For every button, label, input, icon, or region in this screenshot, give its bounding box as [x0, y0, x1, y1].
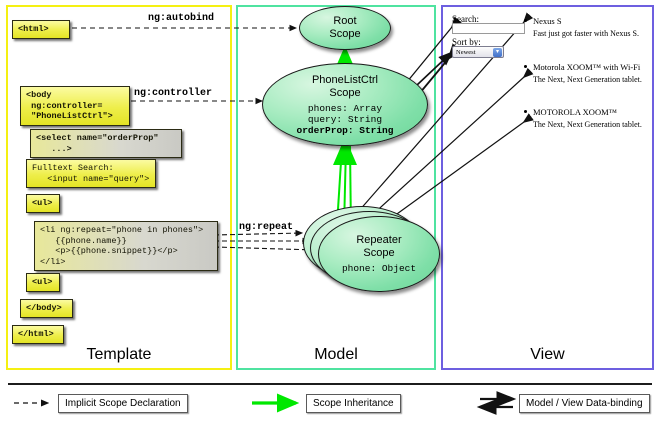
search-input[interactable] — [452, 23, 525, 34]
sort-by-select[interactable]: Newest ▾ — [452, 46, 504, 58]
code-box-html-open[interactable]: <html> — [12, 20, 70, 39]
scope-property: query: String — [307, 113, 383, 125]
legend-model-view-data-binding: Model / View Data-binding — [519, 394, 650, 413]
phone-name: MOTOROLA XOOM™ — [533, 107, 617, 117]
chevron-down-icon: ▾ — [493, 48, 502, 57]
repeater-scope-properties: phone: Object — [342, 263, 416, 274]
code-box-ul-close[interactable]: <ul> — [26, 273, 60, 292]
phonelistctrl-scope-ellipse[interactable]: PhoneListCtrl Scope phones: Array query:… — [262, 63, 428, 146]
phonelistctrl-scope-properties: phones: Array query: String orderProp: S… — [297, 103, 394, 136]
bullet-icon — [524, 65, 527, 68]
sort-by-label: Sort by: — [452, 37, 481, 47]
bullet-icon — [524, 110, 527, 113]
code-box-html-close[interactable]: </html> — [12, 325, 64, 344]
legend-implicit-scope-declaration: Implicit Scope Declaration — [58, 394, 188, 413]
sort-by-selected-value: Newest — [456, 49, 476, 56]
model-column-label: Model — [314, 346, 358, 363]
edge-label-controller: ng:controller — [134, 88, 213, 99]
root-scope-ellipse[interactable]: Root Scope — [299, 6, 391, 50]
phonelistctrl-scope-title: PhoneListCtrl Scope — [311, 73, 379, 99]
view-column: View — [441, 5, 654, 370]
edge-label-repeat: ng:repeat — [239, 222, 294, 233]
view-column-label: View — [530, 346, 565, 363]
code-box-body-close[interactable]: </body> — [20, 299, 73, 318]
phone-snippet: The Next, Next Generation tablet. — [533, 120, 642, 129]
model-column: Model — [236, 5, 436, 370]
legend-divider — [8, 383, 652, 385]
edge-label-autobind: ng:autobind — [148, 13, 215, 24]
code-box-body-controller[interactable]: <body ng:controller= "PhoneListCtrl"> — [20, 86, 130, 126]
code-box-fulltext-search[interactable]: Fulltext Search: <input name="query"> — [26, 159, 156, 188]
code-box-select-orderprop[interactable]: <select name="orderProp" ...> — [30, 129, 182, 158]
legend-scope-inheritance: Scope Inheritance — [306, 394, 401, 413]
bullet-icon — [524, 19, 527, 22]
scope-property: phones: Array — [307, 102, 383, 114]
code-box-li-ng-repeat[interactable]: <li ng:repeat="phone in phones"> {{phone… — [34, 221, 218, 271]
phone-snippet: Fast just got faster with Nexus S. — [533, 29, 639, 38]
scope-property: phone: Object — [341, 263, 417, 274]
root-scope-title: Root Scope — [329, 15, 361, 40]
repeater-scope-ellipse[interactable]: Repeater Scope phone: Object — [318, 216, 440, 292]
scope-property: orderProp: String — [296, 124, 394, 136]
phone-snippet: The Next, Next Generation tablet. — [533, 75, 642, 84]
code-box-ul-open[interactable]: <ul> — [26, 194, 60, 213]
repeater-scope-title: Repeater Scope — [356, 234, 402, 259]
phone-name: Nexus S — [533, 16, 562, 26]
search-label: Search: — [452, 14, 479, 24]
template-column-label: Template — [86, 346, 152, 363]
phone-name: Motorola XOOM™ with Wi-Fi — [533, 62, 641, 72]
